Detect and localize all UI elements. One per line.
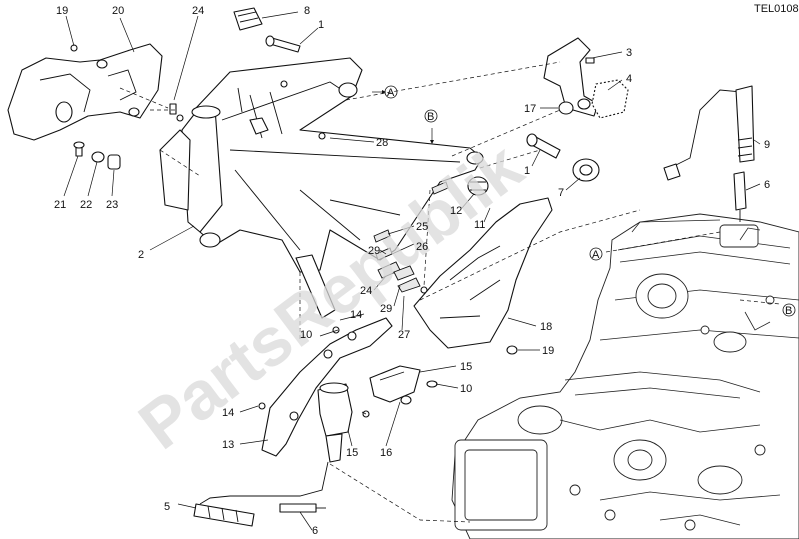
callout-15-right: 15 (460, 361, 472, 373)
callout-18: 18 (540, 321, 552, 333)
bracket-3-4-17 (543, 37, 629, 119)
ref-b-engine: B (785, 305, 792, 317)
drawing-code: TEL01083 (754, 3, 799, 15)
callout-22: 22 (80, 199, 92, 211)
bush-12 (467, 176, 489, 196)
callout-6-bottom: 6 (312, 525, 318, 537)
callout-28: 28 (376, 137, 388, 149)
callout-20: 20 (112, 5, 124, 17)
callout-23: 23 (106, 199, 118, 211)
callout-4: 4 (626, 73, 632, 85)
callout-29-lower: 29 (380, 303, 392, 315)
callout-19-lower: 19 (542, 345, 554, 357)
pads-25-26-29 (373, 181, 449, 294)
ignition-coil-15-left (317, 382, 353, 463)
bush-8-screw-1 (233, 7, 301, 53)
callout-15-left: 15 (346, 447, 358, 459)
screw-1-bush-7 (526, 133, 600, 182)
callout-17: 17 (524, 103, 536, 115)
side-cover-20 (7, 43, 163, 141)
callout-24-lower: 24 (360, 285, 372, 297)
callout-1-top: 1 (318, 19, 324, 31)
ref-a-engine: A (592, 249, 600, 261)
callout-27: 27 (398, 329, 410, 341)
callout-10-upper: 10 (300, 329, 312, 341)
ignition-coil-15-right (369, 365, 438, 405)
callout-29-upper: 29 (368, 245, 380, 257)
fasteners-21-22-23 (70, 44, 121, 170)
ref-a-top: A (387, 87, 395, 99)
leader-lines (63, 11, 761, 531)
small-screws (169, 80, 370, 418)
callout-8: 8 (304, 5, 310, 17)
callout-labels: 19 20 24 8 1 3 4 17 28 1 7 9 6 21 22 23 … (54, 5, 770, 537)
callout-19-top: 19 (56, 5, 68, 17)
callout-5: 5 (164, 501, 170, 513)
ht-lead-5 (193, 461, 329, 527)
coil-bracket-13 (261, 317, 393, 457)
callout-6-top: 6 (764, 179, 770, 191)
callout-7: 7 (558, 187, 564, 199)
callout-10-lower: 10 (460, 383, 472, 395)
callout-13: 13 (222, 439, 234, 451)
callout-2: 2 (138, 249, 144, 261)
main-frame (159, 57, 484, 319)
callout-12: 12 (450, 205, 462, 217)
callout-14-lower: 14 (222, 407, 234, 419)
callout-14-upper: 14 (350, 309, 362, 321)
callout-3: 3 (626, 47, 632, 59)
ref-b-top: B (427, 111, 434, 123)
callout-26: 26 (416, 241, 428, 253)
alignment-lines (119, 61, 781, 523)
shield-18 (413, 197, 553, 355)
engine-assembly (451, 213, 799, 539)
callout-11: 11 (474, 219, 485, 231)
callout-16: 16 (380, 447, 392, 459)
callout-21: 21 (54, 199, 66, 211)
callout-1-right: 1 (524, 165, 530, 177)
ht-lead-9 (663, 85, 755, 222)
callout-25: 25 (416, 221, 428, 233)
callout-9: 9 (764, 139, 770, 151)
callout-24-top: 24 (192, 5, 204, 17)
